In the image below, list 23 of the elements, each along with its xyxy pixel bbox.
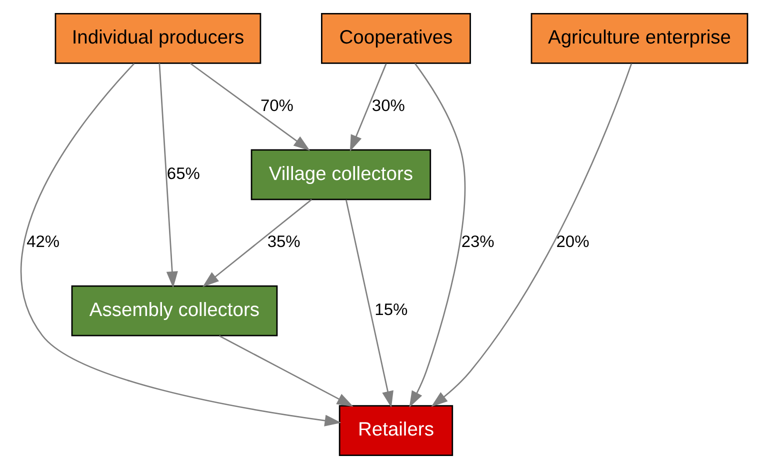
arrow <box>431 63 632 407</box>
edge-label: 42% <box>26 233 60 252</box>
arrow <box>350 63 387 152</box>
arrow <box>219 335 354 407</box>
edge-label: 30% <box>372 96 405 115</box>
edge-label: 20% <box>556 233 590 252</box>
edge-label: 23% <box>461 233 494 252</box>
node-box: Retailers <box>338 405 454 456</box>
node-box: Assembly collectors <box>71 285 278 336</box>
edge-label: 65% <box>166 164 200 183</box>
node-box: Cooperatives <box>321 13 471 64</box>
edge-label: 70% <box>260 96 294 115</box>
node-box: Individual producers <box>54 13 262 64</box>
edge-label: 15% <box>374 301 408 320</box>
arrow <box>20 63 342 426</box>
arrow <box>158 63 178 288</box>
arrow <box>345 200 394 408</box>
arrow <box>409 63 466 408</box>
node-box: Agriculture enterprise <box>530 13 748 64</box>
arrow <box>202 199 312 288</box>
edge-label: 35% <box>267 233 300 252</box>
arrow <box>190 62 310 151</box>
node-box: Village collectors <box>250 149 432 200</box>
